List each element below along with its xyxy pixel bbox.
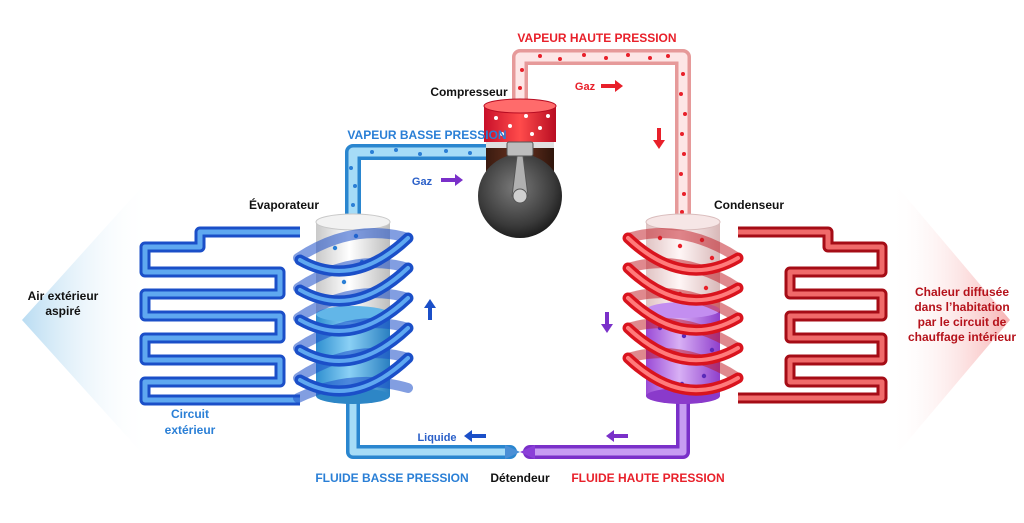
label-circuit-exterieur-1: Circuit xyxy=(171,407,209,421)
label-chaleur-4: chauffage intérieur xyxy=(908,330,1016,344)
label-circuit-exterieur-2: extérieur xyxy=(165,423,216,437)
indoor-heating-coil xyxy=(738,226,888,404)
label-liquide: Liquide xyxy=(417,432,456,444)
flow-arrow-gaz-top xyxy=(601,80,623,92)
condenser xyxy=(622,213,744,404)
evaporator xyxy=(293,213,414,404)
label-fluide-haute-pression: FLUIDE HAUTE PRESSION xyxy=(571,471,724,485)
flow-arrow-gaz-mid xyxy=(441,174,463,186)
label-air-exterieur-1: Air extérieur xyxy=(28,289,99,303)
high-pressure-liquid-pipe xyxy=(523,391,690,459)
label-gaz-mid: Gaz xyxy=(412,176,433,188)
label-chaleur-2: dans l’habitation xyxy=(914,300,1009,314)
high-pressure-vapour-pipe xyxy=(512,49,691,230)
label-vapeur-basse-pression: VAPEUR BASSE PRESSION xyxy=(347,128,506,142)
label-vapeur-haute-pression: VAPEUR HAUTE PRESSION xyxy=(517,31,676,45)
label-condenseur: Condenseur xyxy=(714,198,784,212)
detendeur-valve xyxy=(505,445,520,459)
flow-arrow-fluide-haute xyxy=(606,430,628,442)
outdoor-air-arrow xyxy=(22,178,150,462)
label-air-exterieur-2: aspiré xyxy=(45,304,81,318)
detendeur-valve-hp xyxy=(520,445,535,459)
flow-arrow-liquide xyxy=(464,430,486,442)
low-pressure-liquid-pipe xyxy=(346,391,517,459)
label-compresseur: Compresseur xyxy=(430,85,508,99)
label-gaz-top: Gaz xyxy=(575,81,596,93)
low-pressure-vapour-pipe xyxy=(345,144,512,226)
compressor xyxy=(478,98,562,238)
outdoor-circuit-coil xyxy=(139,226,300,406)
flow-arrow-up-evaporator xyxy=(424,299,436,320)
flow-arrow-down-condenser xyxy=(601,312,613,333)
flow-arrow-down-right xyxy=(653,128,665,149)
heat-output-arrow xyxy=(890,178,1010,462)
vapour-bubbles-high xyxy=(518,53,687,214)
label-chaleur-3: par le circuit de xyxy=(918,315,1007,329)
label-fluide-basse-pression: FLUIDE BASSE PRESSION xyxy=(315,471,468,485)
label-evaporateur: Évaporateur xyxy=(249,197,319,212)
label-chaleur-1: Chaleur diffusée xyxy=(915,285,1009,299)
label-detendeur: Détendeur xyxy=(490,471,550,485)
